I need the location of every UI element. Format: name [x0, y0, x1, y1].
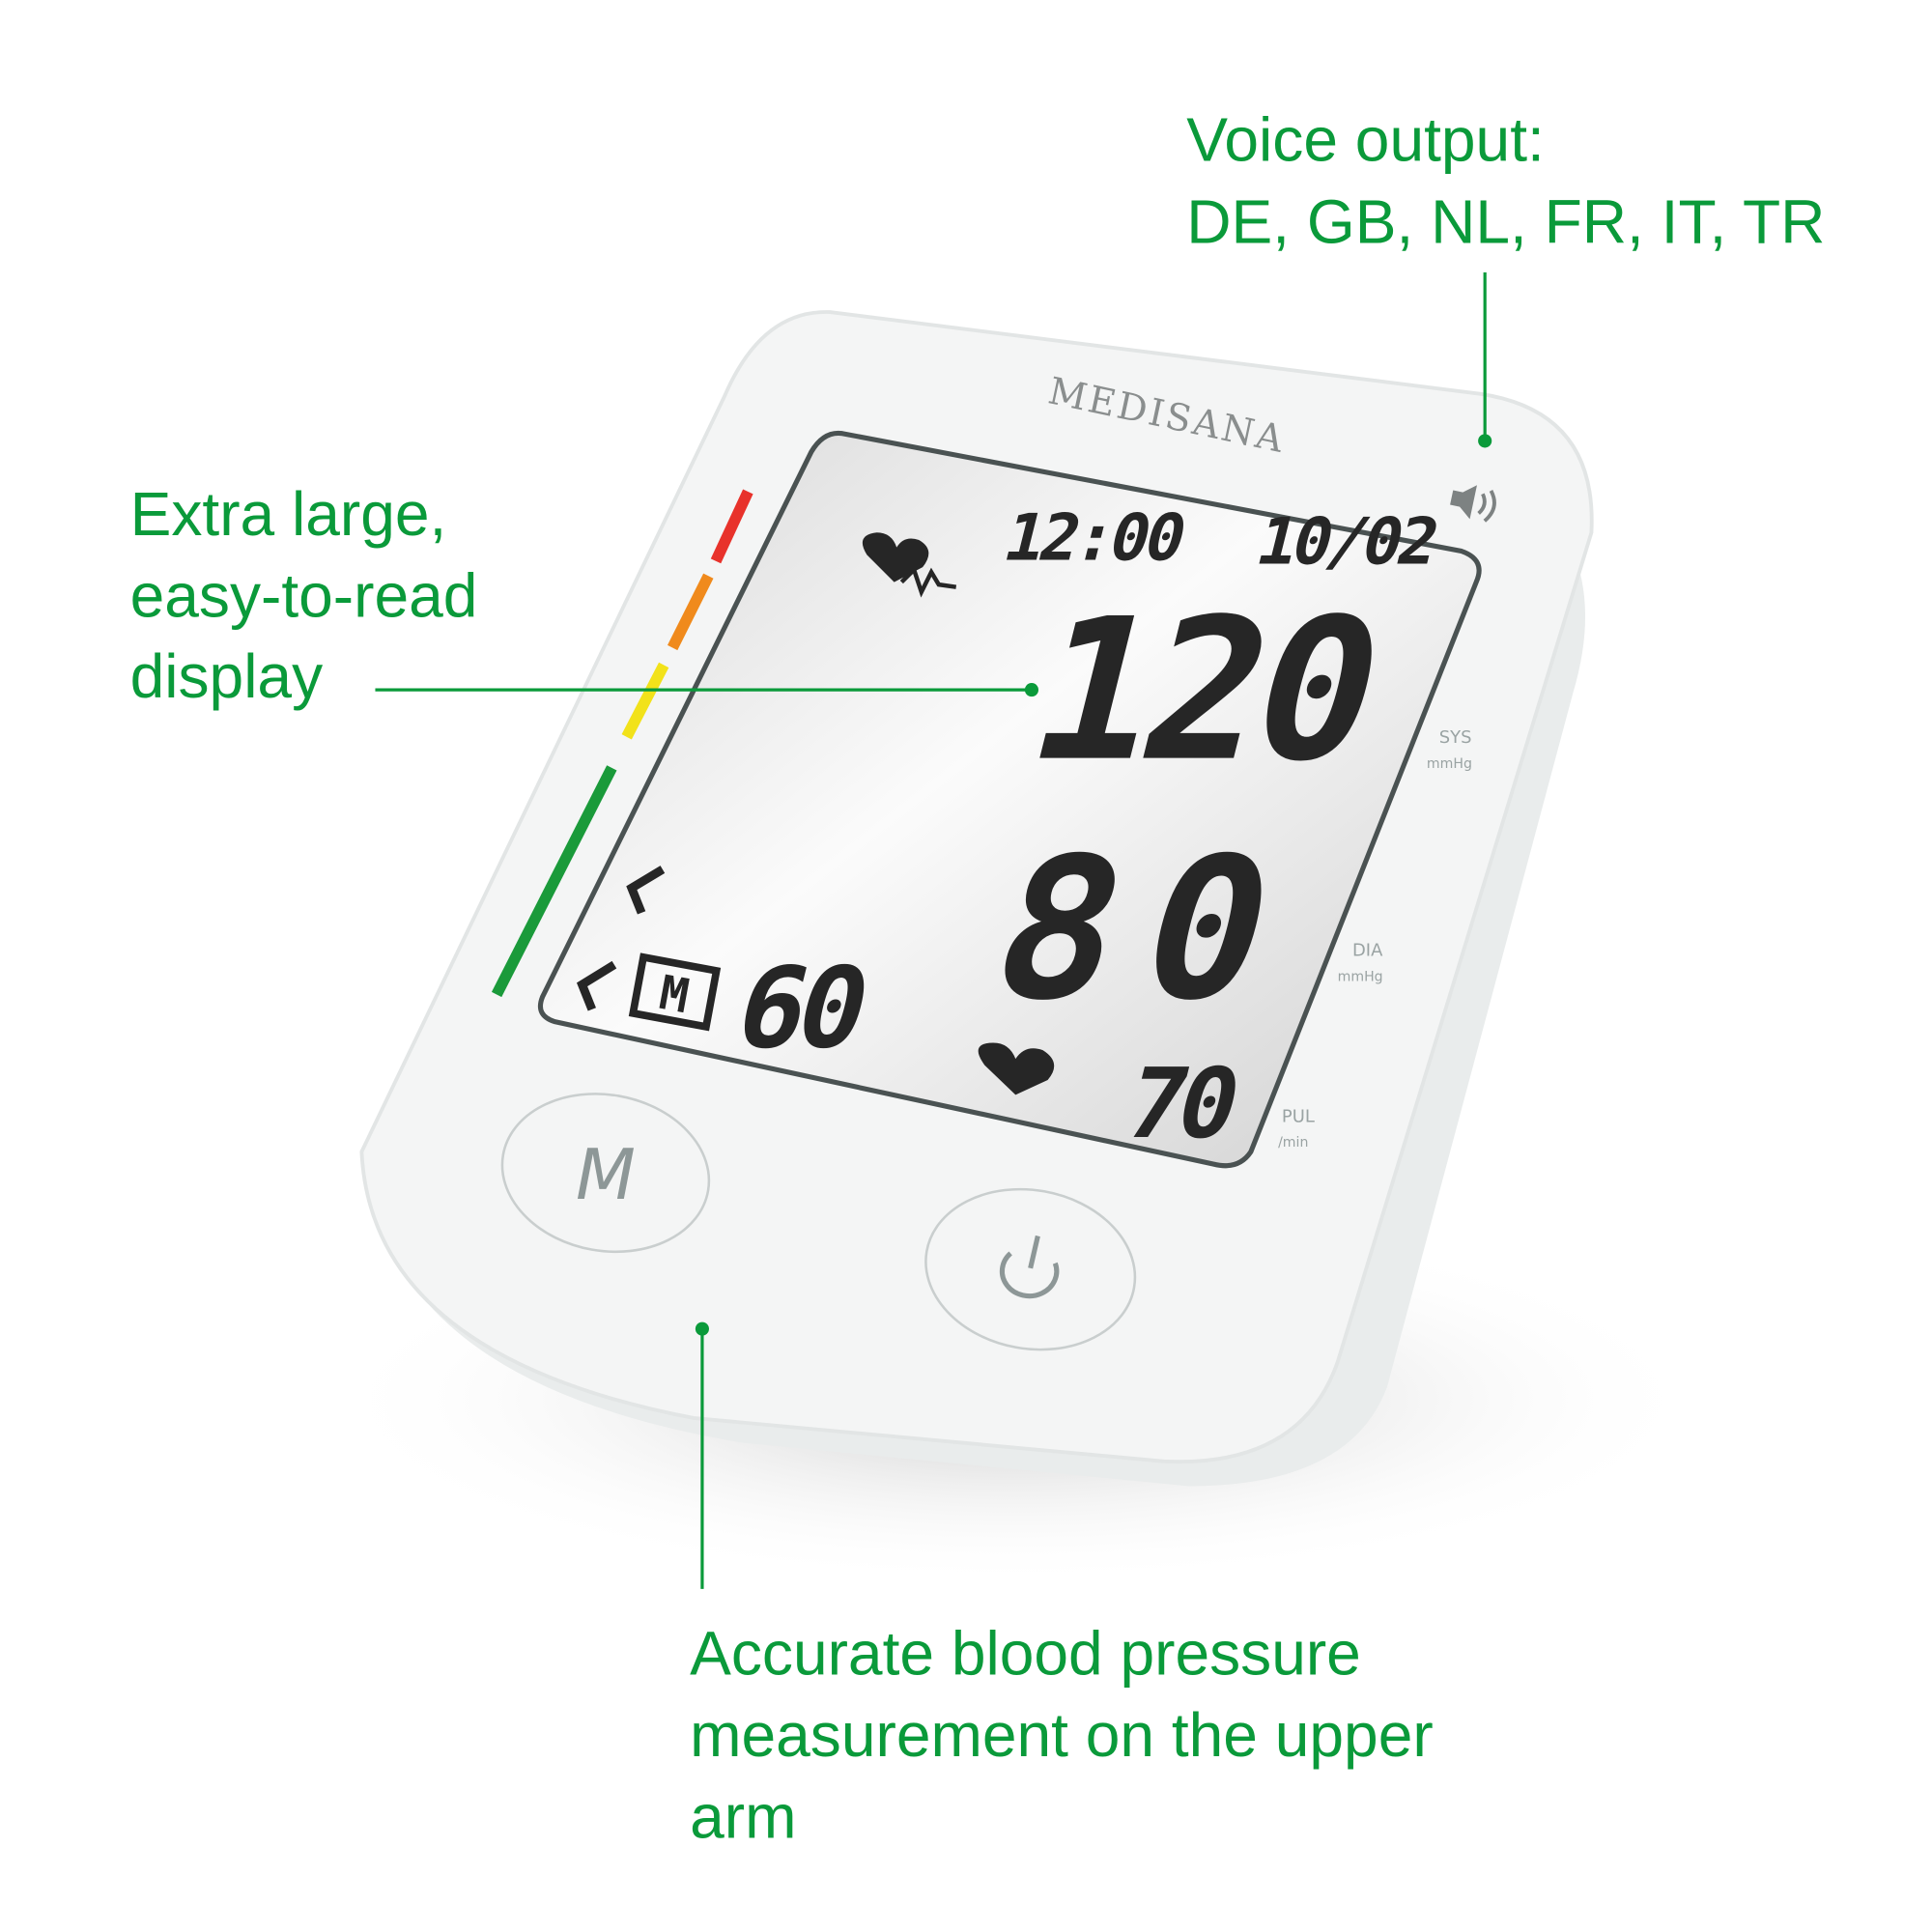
pul-unit: /min: [1278, 1135, 1308, 1151]
callout-voice-output: Voice output: DE, GB, NL, FR, IT, TR: [1186, 105, 1825, 448]
scale-orange: [667, 573, 714, 651]
sys-label: SYS: [1439, 727, 1472, 748]
scale-yellow: [621, 662, 669, 740]
dia-unit: mmHg: [1338, 969, 1383, 984]
callout-measurement-line1: Accurate blood pressure: [690, 1618, 1361, 1688]
lcd-arrow-icon: [626, 866, 666, 915]
callout-display-line3: display: [130, 641, 324, 711]
scale-red: [710, 489, 753, 564]
lcd-systolic-wrap: 120: [1010, 577, 1399, 805]
scale-green: [491, 765, 617, 998]
lcd-date-wrap: 10/02: [1250, 503, 1444, 579]
memory-button[interactable]: M: [490, 1078, 722, 1267]
lcd-screen: [537, 430, 1482, 1169]
callout-voice-line1: Voice output:: [1186, 105, 1545, 175]
pul-label: PUL: [1282, 1107, 1315, 1127]
speaker-icon: [1450, 485, 1496, 523]
power-icon: [999, 1235, 1060, 1299]
lcd-arrow-icon: [576, 960, 617, 1011]
callout-display: Extra large, easy-to-read display: [130, 479, 1038, 711]
callout-measurement-line3: arm: [690, 1782, 796, 1852]
lcd-diastolic: 80: [973, 815, 1324, 1043]
sys-unit: mmHg: [1427, 756, 1472, 772]
callout-voice-line2: DE, GB, NL, FR, IT, TR: [1186, 186, 1825, 256]
callout-display-line2: easy-to-read: [130, 560, 478, 630]
callout-measurement-line2: measurement on the upper: [690, 1700, 1434, 1770]
pulse-heart-icon: [978, 1042, 1055, 1095]
lcd-systolic: 120: [1010, 577, 1399, 805]
side-labels: SYS mmHg DIA mmHg PUL /min: [1278, 727, 1472, 1151]
dia-label: DIA: [1352, 941, 1383, 961]
lcd-date: 10/02: [1250, 503, 1444, 579]
callout-display-line1: Extra large,: [130, 479, 447, 549]
lcd-time: 12:00: [997, 499, 1191, 575]
callout-measurement: Accurate blood pressure measurement on t…: [690, 1321, 1434, 1852]
lcd-time-wrap: 12:00: [997, 499, 1191, 575]
memory-button-label: M: [576, 1134, 636, 1215]
power-button[interactable]: [913, 1173, 1148, 1365]
ecg-line-icon: [899, 565, 957, 598]
classification-scale: [491, 489, 753, 998]
lcd-diastolic-wrap: 80: [973, 815, 1324, 1043]
